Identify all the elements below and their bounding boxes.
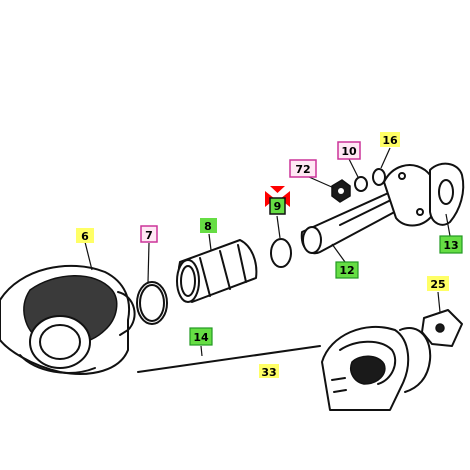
callout-14-text: 14: [193, 331, 209, 344]
callout-25-text: 25: [430, 278, 445, 291]
callout-9-text: 9: [274, 200, 282, 213]
callout-8[interactable]: 8: [200, 218, 217, 233]
part-6-housing[interactable]: [0, 264, 136, 375]
callout-25[interactable]: 25: [427, 276, 449, 291]
callout-12-text: 12: [339, 264, 354, 277]
part-7-o-ring[interactable]: [136, 281, 168, 325]
callout-72-text: 72: [295, 163, 310, 176]
callout-33-text: 33: [261, 366, 276, 379]
gasket[interactable]: [429, 162, 465, 226]
part-72-nut[interactable]: [331, 179, 351, 203]
callout-6-text: 6: [81, 230, 89, 243]
callout-14[interactable]: 14: [189, 327, 213, 346]
callout-9[interactable]: 9: [265, 186, 290, 215]
part-16-washer[interactable]: [372, 168, 386, 186]
callout-12[interactable]: 12: [335, 261, 359, 279]
callout-10[interactable]: 10: [337, 141, 361, 160]
arrow-down-icon: [270, 186, 285, 193]
callout-72[interactable]: 72: [289, 159, 317, 178]
callout-16[interactable]: 16: [380, 132, 400, 147]
divider-line: [137, 345, 321, 373]
callout-labels: 6 7 8 9 72 10: [76, 132, 463, 379]
callout-7-text: 7: [145, 229, 153, 242]
bottom-right-assembly[interactable]: [321, 325, 432, 411]
callout-33[interactable]: 33: [259, 364, 279, 379]
callout-10-text: 10: [341, 145, 357, 158]
callout-16-text: 16: [382, 134, 398, 147]
callout-6[interactable]: 6: [76, 228, 94, 243]
callout-8-text: 8: [204, 220, 212, 233]
part-13-flange[interactable]: [383, 164, 439, 227]
leader-lines: [84, 147, 451, 357]
part-10-washer[interactable]: [354, 176, 368, 192]
callout-13[interactable]: 13: [439, 235, 463, 254]
part-8-sleeve[interactable]: [176, 239, 258, 303]
part-9-small-ring[interactable]: [270, 238, 292, 268]
callout-13-text: 13: [443, 239, 458, 252]
callout-7[interactable]: 7: [140, 225, 158, 243]
